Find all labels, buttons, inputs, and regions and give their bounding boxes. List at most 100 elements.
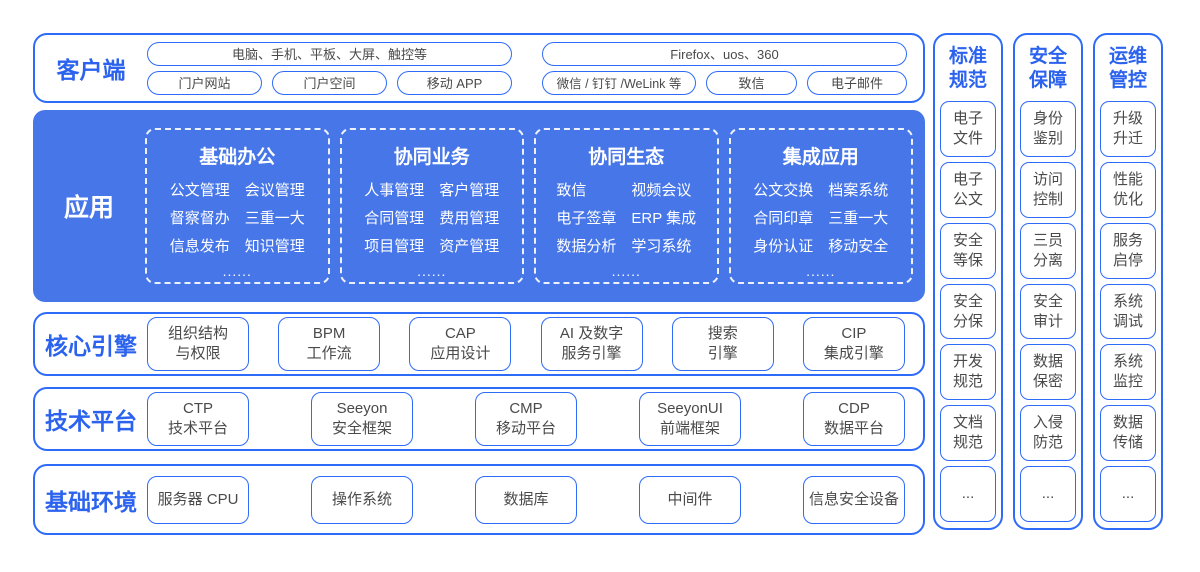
side-column-items: 升级升迁性能优化服务启停系统调试系统监控数据传储... xyxy=(1100,101,1156,523)
app-item: 客户管理 xyxy=(439,182,500,199)
side-column-title-line: 规范 xyxy=(948,70,987,91)
side-pill: 数据传储 xyxy=(1100,405,1156,462)
app-group: 基础办公公文管理会议管理督察督办三重一大信息发布知识管理...... xyxy=(145,128,330,284)
client-portal-pill-label: 门户网站 xyxy=(178,76,231,91)
app-group-title: 协同业务 xyxy=(393,147,470,168)
side-pill-label: 数据 xyxy=(1032,353,1063,371)
client-browsers-pill: Firefox、uos、360 xyxy=(542,41,907,66)
client-portal-pill-row: 门户网站 门户空间移动 APP xyxy=(147,70,512,95)
side-pill: 安全等保 xyxy=(940,222,996,279)
core-engine-pill-label: 集成引擎 xyxy=(823,345,884,362)
side-pill-label: 安全 xyxy=(952,231,983,249)
app-item: 会议管理 xyxy=(244,182,305,199)
side-pill-label: 监控 xyxy=(1112,373,1143,391)
app-item: 合同印章 xyxy=(753,210,814,227)
tech-platform-pill-label: CMP xyxy=(509,400,543,417)
tech-platform-pill-label: CTP xyxy=(183,400,213,417)
side-pill-label: 系统 xyxy=(1112,353,1143,371)
side-column-title: 运维管控 xyxy=(1100,45,1156,93)
app-item: 学习系统 xyxy=(631,238,692,255)
side-pill-label: 系统 xyxy=(1112,292,1143,310)
app-group-title: 集成应用 xyxy=(782,147,859,168)
side-pill: 访问控制 xyxy=(1020,161,1076,218)
client-layer: 客户端 电脑、手机、平板、大屏、触控等 门户网站门户空间移动 APP Firef… xyxy=(33,33,925,103)
core-engine-pill-label: 与权限 xyxy=(175,345,221,362)
client-devices-pill: 电脑、手机、平板、大屏、触控等 xyxy=(147,41,512,66)
client-portal-pill: 移动 APP xyxy=(397,70,512,95)
side-column-title-line: 安全 xyxy=(1028,46,1067,67)
side-pill-label: 控制 xyxy=(1032,190,1063,208)
client-channel-pill: 微信 / 钉钉 /WeLink 等 xyxy=(542,70,696,95)
app-item: 数据分析 xyxy=(556,238,617,255)
core-engine-pill-label: 服务引擎 xyxy=(561,345,622,362)
app-item: 电子签章 xyxy=(556,210,617,227)
core-engine-layer-label: 核心引擎 xyxy=(45,333,137,359)
side-pill-label: 启停 xyxy=(1112,251,1143,269)
side-pill: ... xyxy=(1020,466,1076,523)
app-group: 协同业务人事管理客户管理合同管理费用管理项目管理资产管理...... xyxy=(339,128,524,284)
base-environment-pill: 数据库 xyxy=(475,475,577,524)
side-pill: 身份鉴别 xyxy=(1020,101,1076,157)
side-pill-label: 公文 xyxy=(952,190,983,208)
app-item: 三重一大 xyxy=(828,210,889,227)
client-channel-group: Firefox、uos、360 微信 / 钉钉 /WeLink 等 致信 电子邮件 xyxy=(542,41,907,95)
side-pill-label: 优化 xyxy=(1112,190,1143,208)
base-environment-pill: 中间件 xyxy=(639,475,741,524)
tech-platform-pill-label: 数据平台 xyxy=(823,420,884,437)
app-item: 档案系统 xyxy=(828,182,889,199)
side-pill: ... xyxy=(940,466,996,523)
side-pill: 开发规范 xyxy=(940,344,996,401)
tech-platform-pill-label: 安全框架 xyxy=(331,420,392,437)
app-group-items: 公文交换档案系统合同印章三重一大身份认证移动安全 xyxy=(753,179,888,259)
tech-platform-pill-label: 移动平台 xyxy=(495,420,556,437)
side-pill-label: ... xyxy=(961,485,975,503)
tech-platform-pill-label: SeeyonUI xyxy=(657,400,723,417)
side-pill-label: 身份 xyxy=(1032,109,1063,127)
side-pill-label: 调试 xyxy=(1112,312,1143,330)
tech-platform-layer-label: 技术平台 xyxy=(45,408,137,434)
core-engine-pill: AI 及数字服务引擎 xyxy=(540,317,643,371)
tech-platform-pill-label: CDP xyxy=(838,400,870,417)
side-column-items: 身份鉴别访问控制三员分离安全审计数据保密入侵防范... xyxy=(1020,101,1076,523)
base-environment-pill-label: 数据库 xyxy=(503,490,549,508)
app-group-ellipsis: ...... xyxy=(806,263,836,279)
client-groups: 电脑、手机、平板、大屏、触控等 门户网站 门户空间移动 APP Firefox、u… xyxy=(147,41,923,95)
app-item: 致信 xyxy=(556,182,587,199)
app-item: 信息发布 xyxy=(169,238,230,255)
side-column-title-line: 标准 xyxy=(948,46,987,67)
core-engine-pill-label: BPM xyxy=(312,325,346,342)
client-channel-pill: 电子邮件 xyxy=(807,70,907,95)
base-environment-pill-label: 服务器 CPU xyxy=(157,490,239,508)
side-pill-label: 鉴别 xyxy=(1032,129,1063,147)
app-group-ellipsis: ...... xyxy=(222,263,252,279)
tech-platform-pill-label: 前端框架 xyxy=(659,420,720,437)
client-channel-pill: 致信 xyxy=(706,70,797,95)
core-engine-pill-label: CAP xyxy=(444,325,476,342)
client-portal-pill: 门户空间 xyxy=(272,70,387,95)
core-engine-pill: 组织结构与权限 xyxy=(147,317,249,371)
base-environment-pill: 服务器 CPU xyxy=(147,475,249,524)
side-pill-label: 升迁 xyxy=(1112,129,1143,147)
side-pill-label: 文件 xyxy=(952,129,983,147)
client-channel-pill-label: 电子邮件 xyxy=(830,76,883,91)
core-engine-pill: 搜索引擎 xyxy=(671,317,774,371)
side-column-title: 标准规范 xyxy=(940,45,996,93)
client-channel-pill-label: 致信 xyxy=(738,76,765,91)
side-pill: 三员分离 xyxy=(1020,222,1076,279)
side-column-items: 电子文件电子公文安全等保安全分保开发规范文档规范... xyxy=(940,101,996,523)
side-pill-label: 保密 xyxy=(1032,373,1063,391)
side-pill: 系统调试 xyxy=(1100,283,1156,340)
tech-platform-pill: SeeyonUI 前端框架 xyxy=(639,392,741,446)
side-pill: 电子公文 xyxy=(940,161,996,218)
application-layer-label: 应用 xyxy=(63,194,114,222)
